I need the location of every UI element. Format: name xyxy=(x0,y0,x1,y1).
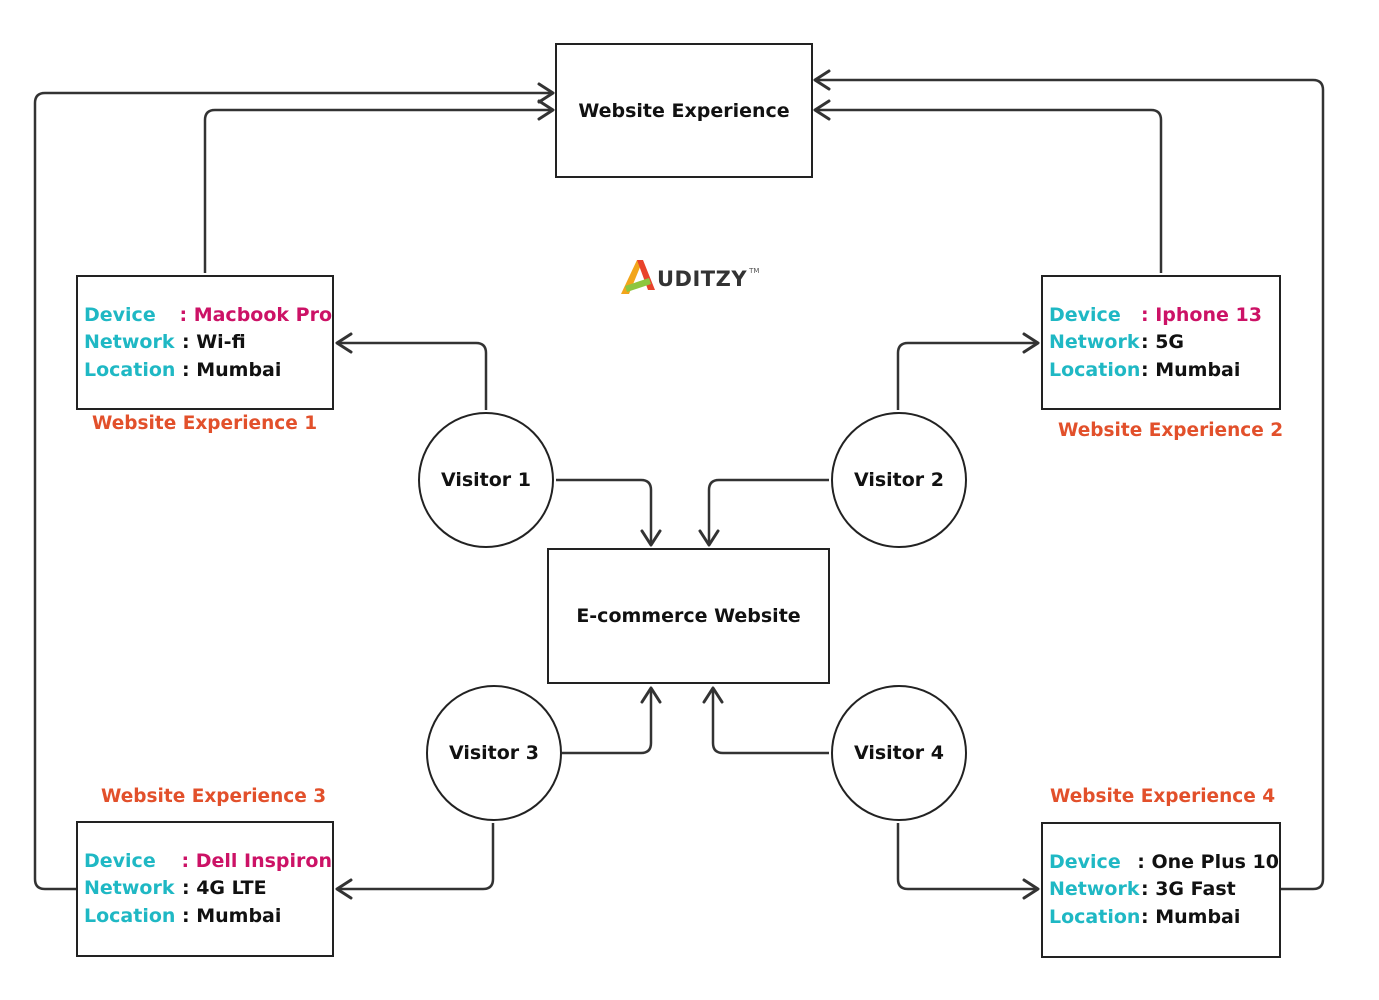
visitor-2-node: Visitor 2 xyxy=(831,412,967,548)
device-row: Device : Iphone 13 xyxy=(1049,301,1279,329)
connector-visitor3-to-ecommerce xyxy=(562,688,653,755)
visitor-1-node: Visitor 1 xyxy=(418,412,554,548)
location-value: : Mumbai xyxy=(182,358,282,381)
experience-4-box: Device : One Plus 10 Network : 3G Fast L… xyxy=(1041,822,1281,958)
website-experience-node: Website Experience xyxy=(555,43,813,178)
arrowhead xyxy=(813,99,831,121)
ecommerce-website-node: E-commerce Website xyxy=(547,548,830,684)
ecommerce-website-label: E-commerce Website xyxy=(576,605,801,627)
connector-visitor4-to-exp4 xyxy=(896,823,1038,891)
device-key: Device xyxy=(1049,850,1121,873)
website-experience-label: Website Experience xyxy=(578,99,790,122)
connector-exp1-to-website xyxy=(203,108,553,273)
network-value: : 4G LTE xyxy=(182,877,267,900)
location-row: Location : Mumbai xyxy=(84,356,332,384)
device-row: Device : Macbook Pro xyxy=(84,301,332,329)
visitor-4-node: Visitor 4 xyxy=(831,685,967,821)
connector-visitor2-to-ecommerce xyxy=(707,478,829,545)
location-key: Location xyxy=(84,358,176,381)
network-key: Network xyxy=(84,877,175,900)
device-key: Device xyxy=(84,303,156,326)
arrowhead xyxy=(698,529,720,547)
location-row: Location : Mumbai xyxy=(1049,356,1279,384)
arrowhead xyxy=(813,69,831,91)
location-key: Location xyxy=(1049,905,1141,928)
location-row: Location : Mumbai xyxy=(1049,903,1279,931)
arrowhead xyxy=(1022,878,1040,900)
connector-visitor3-to-exp3 xyxy=(337,823,495,891)
network-key: Network xyxy=(84,331,175,354)
experience-1-box: Device : Macbook Pro Network : Wi-fi Loc… xyxy=(76,275,334,410)
logo-trademark: TM xyxy=(749,267,760,275)
network-key: Network xyxy=(1049,878,1140,901)
arrowhead xyxy=(640,529,662,547)
connector-visitor1-to-ecommerce xyxy=(556,478,653,545)
arrowhead xyxy=(537,82,555,104)
connector-visitor2-to-exp2 xyxy=(896,341,1038,410)
device-value: : Dell Inspiron xyxy=(181,849,332,872)
connector-exp2-to-website xyxy=(815,108,1163,273)
device-key: Device xyxy=(1049,303,1121,326)
uditzy-logo: UDITZY TM xyxy=(619,256,759,296)
device-value: : One Plus 10 xyxy=(1137,850,1279,873)
network-value: : Wi-fi xyxy=(182,331,246,354)
network-row: Network : 4G LTE xyxy=(84,875,332,903)
arrowhead xyxy=(537,99,555,121)
network-row: Network : 3G Fast xyxy=(1049,876,1279,904)
network-row: Network : 5G xyxy=(1049,329,1279,357)
arrowhead xyxy=(702,686,724,704)
location-row: Location : Mumbai xyxy=(84,902,332,930)
experience-3-box: Device : Dell Inspiron Network : 4G LTE … xyxy=(76,821,334,957)
location-value: : Mumbai xyxy=(182,904,282,927)
experience-2-label: Website Experience 2 xyxy=(1058,420,1284,441)
location-key: Location xyxy=(1049,358,1141,381)
experience-4-label: Website Experience 4 xyxy=(1050,786,1276,807)
connector-visitor1-to-exp1 xyxy=(337,341,488,410)
device-value: : Macbook Pro xyxy=(179,303,332,326)
arrowhead xyxy=(1022,332,1040,354)
visitor-3-label: Visitor 3 xyxy=(448,742,540,764)
location-key: Location xyxy=(84,904,176,927)
experience-2-box: Device : Iphone 13 Network : 5G Location… xyxy=(1041,275,1281,410)
network-key: Network xyxy=(1049,331,1140,354)
device-value: : Iphone 13 xyxy=(1141,303,1262,326)
arrowhead xyxy=(335,332,353,354)
visitor-3-node: Visitor 3 xyxy=(426,685,562,821)
arrowhead xyxy=(335,878,353,900)
logo-mark-icon xyxy=(621,260,655,294)
arrowhead xyxy=(640,686,662,704)
visitor-2-label: Visitor 2 xyxy=(853,469,945,491)
logo-text: UDITZY xyxy=(657,267,748,291)
network-row: Network : Wi-fi xyxy=(84,329,332,357)
device-key: Device xyxy=(84,849,156,872)
connector-visitor4-to-ecommerce xyxy=(711,688,829,755)
connector-exp4-to-website xyxy=(815,78,1325,891)
network-value: : 5G xyxy=(1141,331,1185,354)
location-value: : Mumbai xyxy=(1141,905,1241,928)
network-value: : 3G Fast xyxy=(1141,878,1236,901)
connector-exp3-to-website xyxy=(33,91,553,891)
experience-1-label: Website Experience 1 xyxy=(92,413,318,434)
experience-3-label: Website Experience 3 xyxy=(101,786,327,807)
location-value: : Mumbai xyxy=(1141,358,1241,381)
device-row: Device : One Plus 10 xyxy=(1049,848,1279,876)
device-row: Device : Dell Inspiron xyxy=(84,847,332,875)
visitor-4-label: Visitor 4 xyxy=(853,742,945,764)
visitor-1-label: Visitor 1 xyxy=(440,469,532,491)
